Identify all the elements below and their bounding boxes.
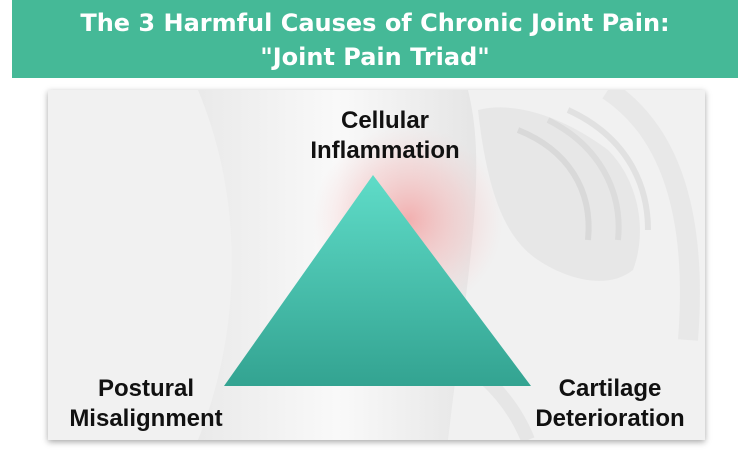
- label-cartilage-deterioration: Cartilage Deterioration: [510, 374, 710, 434]
- label-right-line-1: Cartilage: [558, 375, 662, 402]
- label-top-line-2: Inflammation: [310, 137, 460, 164]
- label-cellular-inflammation: Cellular Inflammation: [285, 106, 485, 166]
- label-left-line-2: Misalignment: [69, 405, 223, 432]
- triad-triangle: [224, 175, 531, 386]
- background-photo: [48, 90, 705, 440]
- title-banner: The 3 Harmful Causes of Chronic Joint Pa…: [12, 0, 738, 78]
- label-postural-misalignment: Postural Misalignment: [46, 374, 246, 434]
- label-top-line-1: Cellular: [340, 107, 430, 134]
- title-line-1: The 3 Harmful Causes of Chronic Joint Pa…: [80, 9, 670, 37]
- label-right-line-2: Deterioration: [535, 405, 685, 432]
- diagram-panel: [48, 90, 705, 440]
- label-left-line-1: Postural: [97, 375, 195, 402]
- title-line-2: "Joint Pain Triad": [260, 43, 490, 71]
